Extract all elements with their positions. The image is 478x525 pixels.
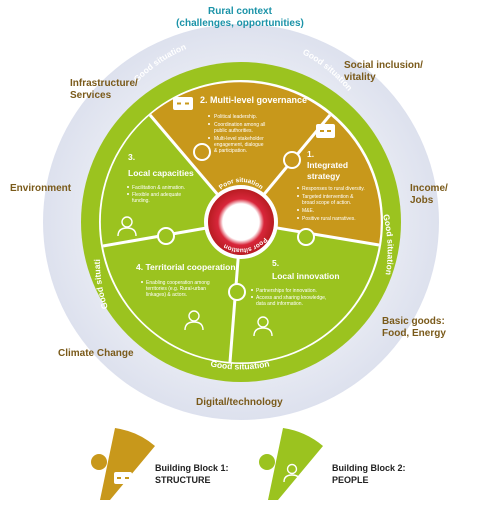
block-4-content: 4. Territorial cooperation Enabling coop… [136,262,236,331]
svg-text:4. Territorial cooperation: 4. Territorial cooperation [136,262,236,272]
block-2-bullet: engagement, dialogue [214,142,264,148]
segment-multi-level-governance [150,82,330,223]
puzzle-knob [228,283,246,301]
block-3-number: 3. [128,152,135,162]
block-3-bullet: funding. [132,198,150,204]
block-2-number: 2. [200,95,208,105]
social-inclusion-label: Social inclusion/ vitality [344,60,423,84]
digital-technology-label: Digital/technology [196,397,283,408]
income-line2: Jobs [410,195,434,206]
infrastructure-line2: Services [70,90,112,101]
block-2-bullet: public authorities. [214,128,253,134]
legend-people-piece [259,428,323,500]
block-1-bullet: M&E. [302,208,314,214]
legend-building-block-2: Building Block 2: PEOPLE [332,462,406,486]
block-2-title: Multi-level governance [210,95,307,105]
block-4-number: 4. [136,262,143,272]
puzzle-knob [193,143,211,161]
block-5-title: Local innovation [272,271,340,281]
puzzle-knob [283,151,301,169]
infrastructure-line1: Infrastructure/ [70,78,138,89]
block-2-bullet: Political leadership. [214,114,257,120]
block-4-bullet: territories (e.g. Rural-urban [146,286,206,292]
core-hole [223,204,259,240]
block-1-title-line1: Integrated [307,160,348,170]
environment-label: Environment [10,183,72,194]
block-5-content: 5. Local innovation Partnerships for inn… [251,258,340,337]
segment-territorial-cooperation [103,222,241,362]
block-5-bullet: data and information. [256,301,303,307]
segment-local-innovation [230,222,379,363]
chain-link-icon [316,124,335,138]
puzzle-knob [157,227,175,245]
block-3-bullet: Facilitation & animation. [132,185,185,191]
block-4-title: Territorial cooperation [145,262,235,272]
svg-text:2. Multi-level governance: 2. Multi-level governance [200,95,307,105]
income-line1: Income/ [410,183,448,194]
basic-goods-line1: Basic goods: [382,316,445,327]
rural-context-line2: (challenges, opportunities) [176,18,304,29]
legend-1-line2: STRUCTURE [155,475,211,485]
person-icon [117,216,137,237]
legend-2-line2: PEOPLE [332,475,369,485]
block-3-content: 3. Local capacities Facilitation & anima… [117,152,194,237]
social-inclusion-line2: vitality [344,72,376,83]
block-1-content: 1. Integrated strategy Responses to rura… [297,124,365,222]
chain-link-icon [173,97,193,110]
block-5-bullet: Partnerships for innovation. [256,288,317,294]
block-1-bullet: Targeted intervention & [302,194,354,200]
block-2-content: 2. Multi-level governance Political lead… [173,95,307,154]
person-icon [253,316,273,337]
legend-building-block-1: Building Block 1: STRUCTURE [155,462,229,486]
person-icon [283,463,301,483]
block-3-title: Local capacities [128,168,194,178]
legend-structure-piece [91,428,155,500]
rural-context-line1: Rural context [208,6,272,17]
block-3-bullet: Flexible and adequate [132,192,181,198]
block-4-bullet: Enabling cooperation among [146,280,210,286]
block-1-bullet: broad scope of action. [302,200,351,206]
block-2-bullet: & participation. [214,148,247,154]
block-1-title-line2: strategy [307,171,340,181]
block-5-bullet: Access and sharing knowledge, [256,295,326,301]
rural-context-label: Rural context (challenges, opportunities… [170,6,310,30]
basic-goods-label: Basic goods: Food, Energy [382,316,446,340]
infrastructure-services-label: Infrastructure/ Services [70,78,138,102]
income-jobs-label: Income/ Jobs [410,183,448,207]
legend-2-line1: Building Block 2: [332,463,406,473]
block-2-bullet: Multi-level stakeholder [214,136,264,142]
block-2-bullet: Coordination among all [214,122,265,128]
puzzle-knob [297,228,315,246]
basic-goods-line2: Food, Energy [382,328,446,339]
block-1-bullet: Responses to rural diversity. [302,186,365,192]
climate-change-label: Climate Change [58,348,134,359]
legend-1-line1: Building Block 1: [155,463,229,473]
block-4-bullet: linkages) & actors. [146,292,187,298]
block-1-number: 1. [307,149,314,159]
block-1-bullet: Positive rural narratives. [302,216,356,222]
person-icon [184,310,204,331]
block-5-number: 5. [272,258,279,268]
social-inclusion-line1: Social inclusion/ [344,60,423,71]
chain-link-icon [114,472,132,484]
good-situation-label-bottom: Good situation [210,358,271,371]
